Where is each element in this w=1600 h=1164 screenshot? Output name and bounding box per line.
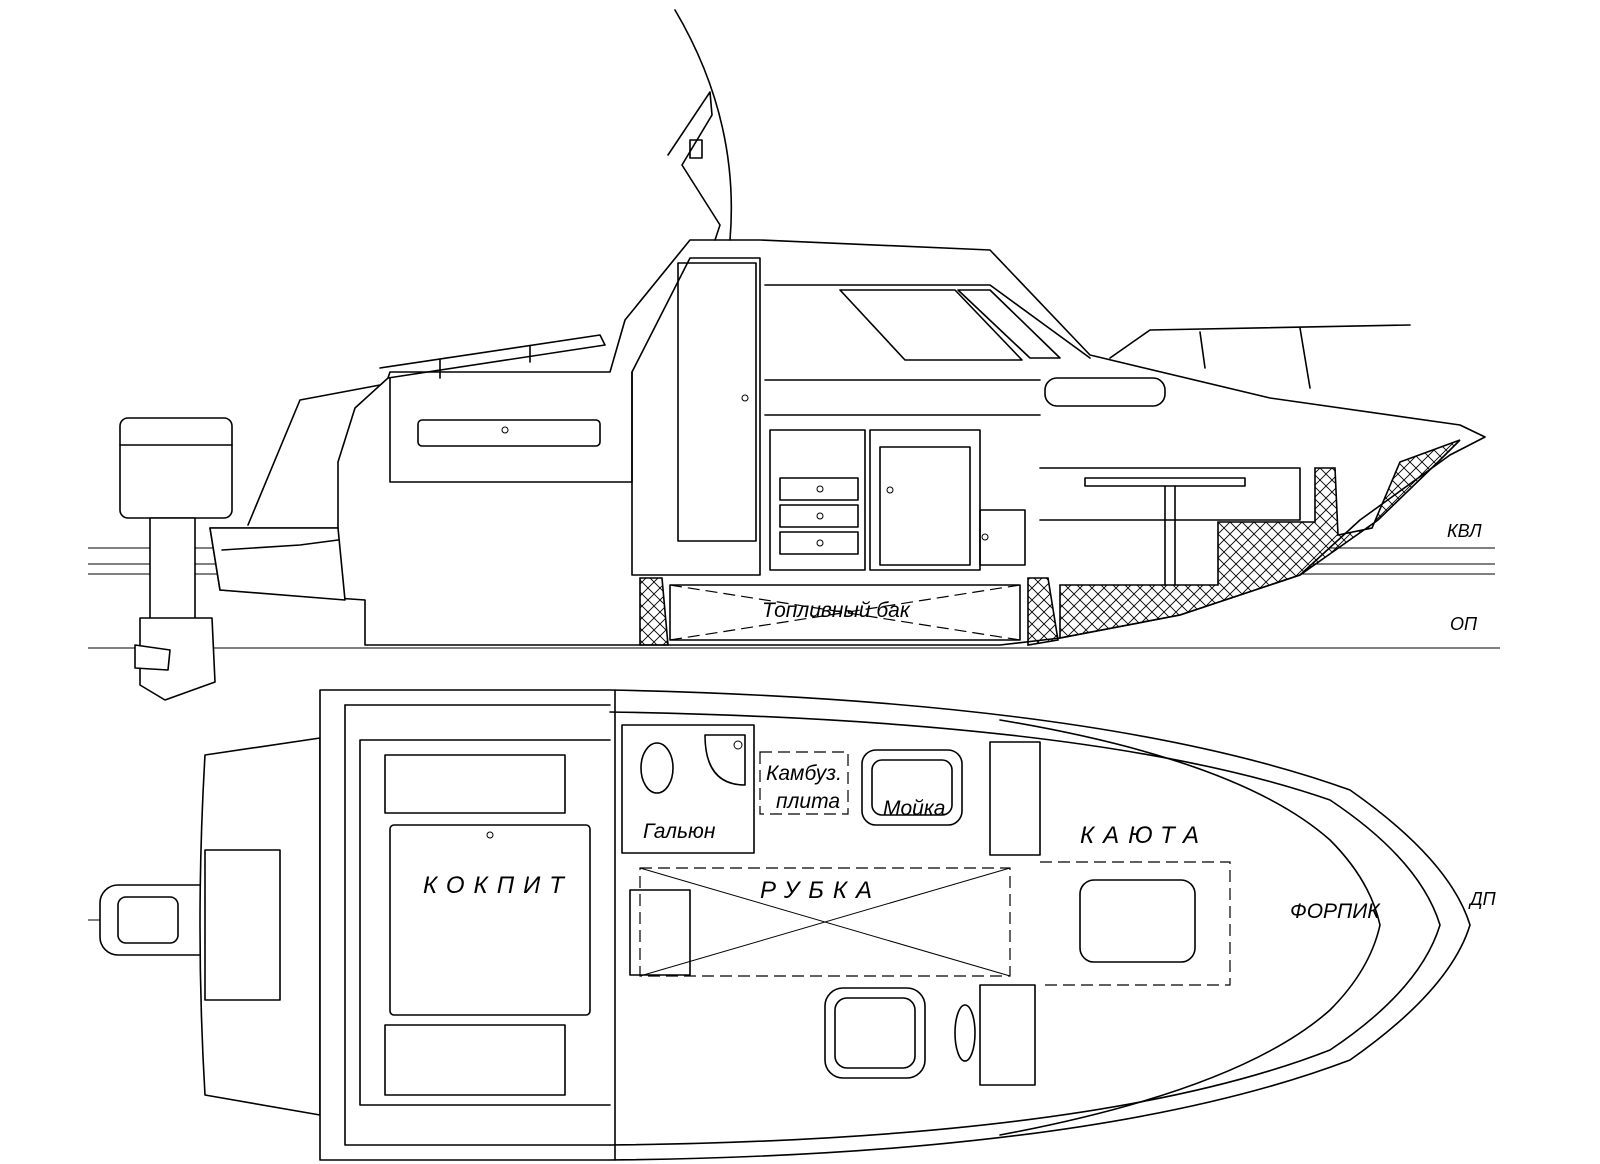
windshield [764, 284, 1091, 359]
label-galley-stove-1: Камбуз. [766, 762, 842, 785]
radar-mast [674, 9, 733, 241]
cockpit-hatch [389, 824, 591, 1016]
label-galley-stove-2: плита [776, 790, 840, 813]
foam-block-mid [1027, 577, 1059, 646]
steering-wheel-icon [954, 1004, 976, 1062]
galley-stove [759, 751, 849, 815]
swim-platform [209, 527, 346, 601]
outboard-motor [119, 417, 233, 701]
washbasin-icon [704, 734, 746, 786]
fuel-tank [669, 584, 1021, 641]
label-dp: ДП [1468, 889, 1497, 909]
foam-block-aft [639, 577, 669, 646]
galley-cabinets [769, 429, 1026, 571]
label-forepeak: ФОРПИК [1290, 900, 1381, 923]
label-wheelhouse: РУБКА [760, 877, 881, 904]
label-head: Гальюн [643, 820, 716, 843]
label-cabin: КАЮТА [1080, 822, 1208, 849]
hull-plan-outline [319, 689, 1471, 1161]
cabin-porthole [1044, 377, 1166, 407]
label-kvl: КВЛ [1447, 521, 1482, 541]
label-fuel-tank: Топливный бак [762, 599, 911, 622]
deckhouse-door [677, 262, 757, 542]
wheelhouse-berth [639, 867, 1011, 977]
label-sink: Мойка [883, 797, 945, 820]
hull-side-profile [209, 239, 1486, 646]
bow-railing [1109, 324, 1411, 359]
side-view [88, 9, 1500, 701]
cabin-table-plan [1079, 879, 1196, 963]
cockpit-bench-top [384, 754, 566, 814]
helm-seat [824, 987, 926, 1079]
head-compartment [621, 724, 755, 854]
aft-railing [247, 384, 381, 526]
aft-side-window [417, 419, 601, 447]
label-cockpit: КОКПИТ [423, 872, 573, 899]
cockpit-bench-bottom [384, 1024, 566, 1096]
toilet-icon [640, 742, 674, 794]
plan-view [88, 689, 1471, 1161]
foam-block-fwd [1059, 439, 1461, 639]
label-op: ОП [1450, 614, 1478, 634]
sink-unit [861, 749, 963, 826]
